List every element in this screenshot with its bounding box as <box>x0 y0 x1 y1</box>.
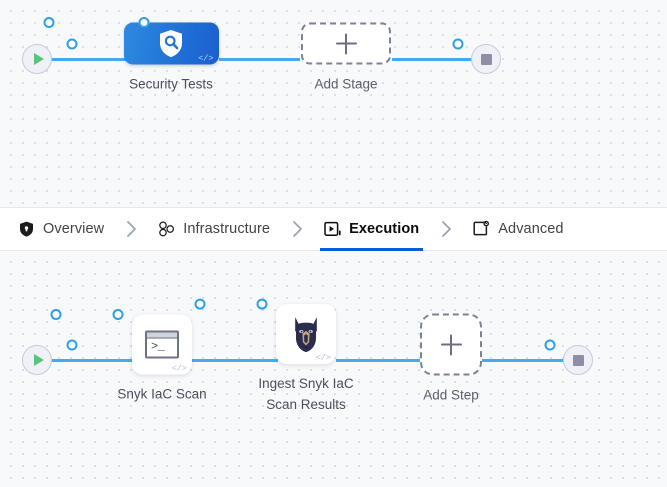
add-step-label: Add Step <box>423 387 479 403</box>
step-card[interactable]: >_ </> <box>132 314 192 375</box>
stage-canvas[interactable]: </> Security Tests Add Stage <box>0 0 667 207</box>
wire-add-to-end <box>482 359 567 362</box>
steps-end-circle[interactable] <box>563 345 593 375</box>
step-input-port[interactable] <box>50 309 62 321</box>
add-stage-button[interactable] <box>301 22 391 65</box>
plus-icon <box>440 334 462 356</box>
stop-icon <box>572 354 584 366</box>
card-gear-icon <box>473 221 490 238</box>
play-icon <box>33 354 44 366</box>
step-output-port[interactable] <box>112 309 124 321</box>
play-icon <box>33 53 44 65</box>
add-stage-label: Add Stage <box>314 76 378 92</box>
stage-card[interactable]: </> <box>123 22 219 65</box>
snyk-dog-icon <box>295 317 317 353</box>
step-card[interactable]: </> <box>276 304 336 365</box>
step-input-port[interactable] <box>194 298 206 310</box>
wire-start-to-step1 <box>50 359 132 362</box>
tab-infrastructure-label: Infrastructure <box>183 221 271 237</box>
shield-icon <box>18 221 35 238</box>
pipeline-start-node[interactable] <box>22 38 78 74</box>
section-tabs: Overview Infrastructure <box>0 207 667 251</box>
chevron-right-icon <box>274 208 320 250</box>
steps-end-node[interactable] <box>544 339 593 375</box>
wire-start-to-stage <box>50 58 130 61</box>
stage-node-security-tests[interactable]: </> Security Tests <box>43 17 246 96</box>
step-label: Ingest Snyk IaC Scan Results <box>258 376 354 412</box>
code-badge: </> <box>171 363 187 374</box>
steps-start-port[interactable] <box>66 339 78 351</box>
stop-icon <box>480 53 492 65</box>
nodes-icon <box>158 220 175 238</box>
step-node-snyk-iac-scan[interactable]: >_ </> Snyk IaC Scan <box>50 309 237 406</box>
step-canvas[interactable]: >_ </> Snyk IaC Scan <box>0 251 667 487</box>
pipeline-end-port[interactable] <box>452 38 464 50</box>
pipeline-start-circle[interactable] <box>22 44 52 74</box>
wire-step1-to-step2 <box>192 359 278 362</box>
plus-icon <box>335 33 357 55</box>
wire-add-to-end <box>392 58 474 61</box>
pipeline-end-circle[interactable] <box>471 44 501 74</box>
code-badge: </> <box>198 53 214 64</box>
play-square-icon <box>324 221 341 238</box>
terminal-icon: >_ <box>145 330 179 359</box>
stage-output-port[interactable] <box>138 17 150 29</box>
terminal-prompt: >_ <box>151 339 165 354</box>
tab-advanced[interactable]: Advanced <box>469 208 567 250</box>
tab-infrastructure[interactable]: Infrastructure <box>154 208 274 250</box>
wire-stage-to-add <box>219 58 300 61</box>
step-label: Snyk IaC Scan <box>117 386 207 402</box>
tab-advanced-label: Advanced <box>498 221 564 237</box>
stage-input-port[interactable] <box>43 17 55 29</box>
code-badge: </> <box>315 352 331 363</box>
steps-end-port[interactable] <box>544 339 556 351</box>
tab-overview[interactable]: Overview <box>14 208 108 250</box>
chevron-right-icon <box>108 208 154 250</box>
stage-label: Security Tests <box>129 76 213 92</box>
step-output-port[interactable] <box>256 298 268 310</box>
pipeline-end-node[interactable] <box>452 38 501 74</box>
tab-execution[interactable]: Execution <box>320 208 424 251</box>
add-step-button[interactable] <box>420 313 482 376</box>
tab-overview-label: Overview <box>43 221 105 237</box>
wire-step2-to-add <box>336 359 420 362</box>
pipeline-start-port[interactable] <box>66 38 78 50</box>
add-step-node[interactable]: Add Step <box>376 313 526 407</box>
steps-start-node[interactable] <box>22 339 78 375</box>
step-node-ingest-snyk-results[interactable]: </> Ingest Snyk IaC Scan Results <box>194 298 381 416</box>
add-stage-node[interactable]: Add Stage <box>271 22 421 96</box>
steps-start-circle[interactable] <box>22 345 52 375</box>
tab-execution-label: Execution <box>349 221 420 237</box>
chevron-right-icon <box>423 208 469 250</box>
shield-search-icon <box>160 30 182 58</box>
